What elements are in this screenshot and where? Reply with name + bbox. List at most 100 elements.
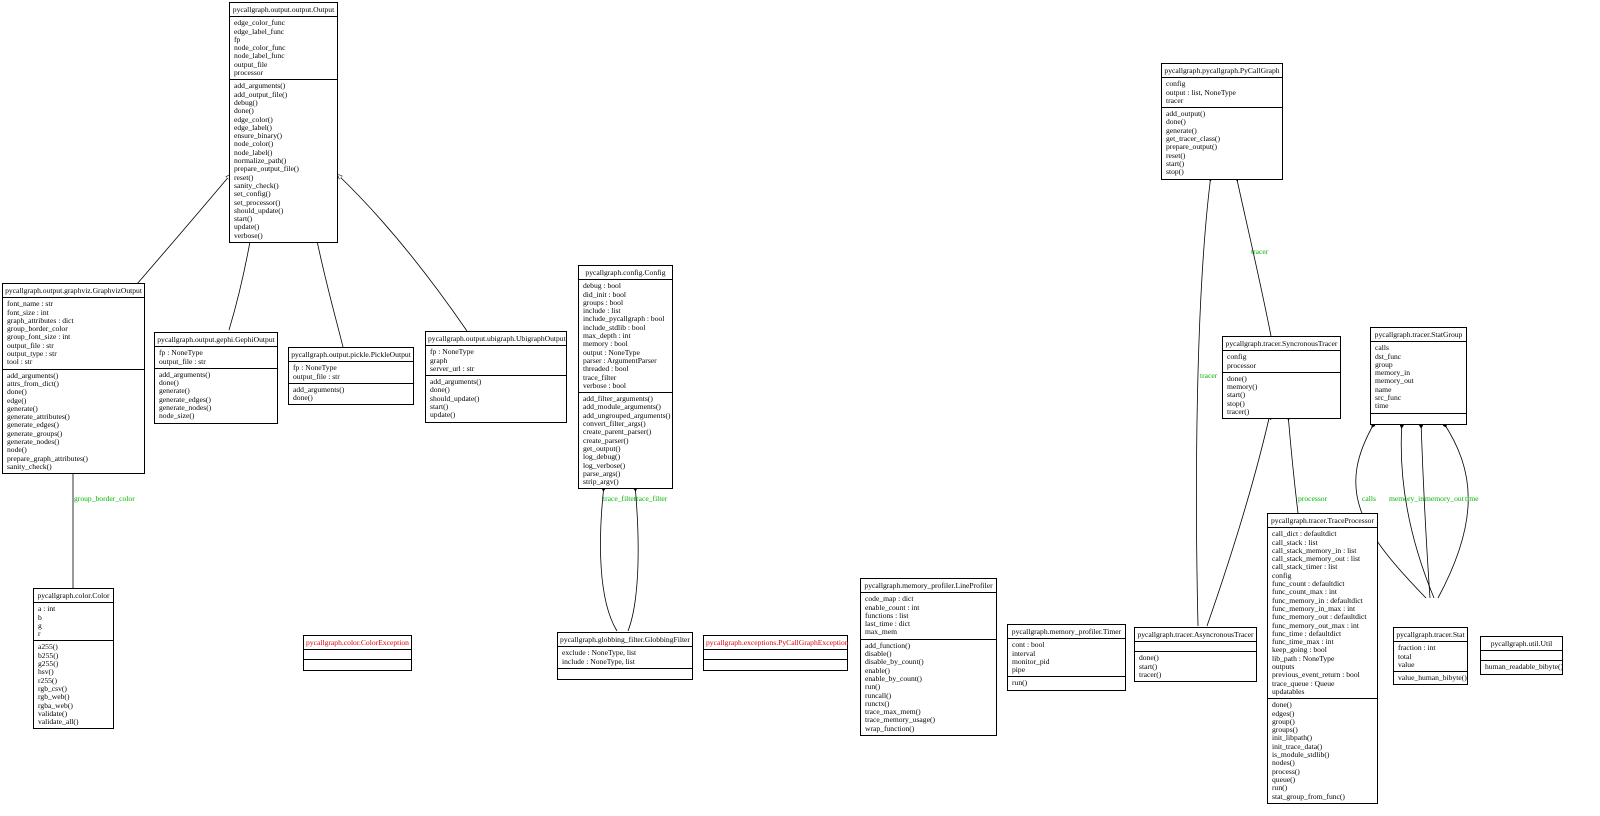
class-methods-section: add_arguments()done() [289, 384, 413, 405]
class-method: init_trace_data() [1272, 741, 1323, 751]
edge-label-processor: processor [1298, 494, 1328, 503]
class-attribute: memory : bool [583, 339, 628, 349]
class-title: pycallgraph.output.gephi.GephiOutput [155, 333, 277, 348]
class-method: nodes() [1272, 758, 1295, 768]
class-method: tracer() [1227, 407, 1250, 417]
class-method: ensure_binary() [234, 131, 283, 141]
class-title: pycallgraph.tracer.SyncronousTracer [1223, 337, 1340, 352]
class-methods-section [704, 660, 847, 670]
class-attribute: enable_count : int [865, 602, 920, 612]
class-method: create_parser() [583, 435, 629, 445]
class-attribute: fp : NoneType [293, 363, 337, 373]
class-method: attrs_from_dict() [7, 378, 59, 388]
class-methods-section: human_readable_bibyte() [1481, 661, 1563, 673]
class-method: group() [1272, 716, 1295, 726]
class-method: stat_group_from_func() [1272, 791, 1345, 801]
class-method: generate_nodes() [159, 403, 212, 413]
class-method: generate_attributes() [7, 412, 70, 422]
class-attribute: group_border_color [7, 324, 68, 334]
class-attribute: node_color_func [234, 43, 286, 53]
class-method: edge_label() [234, 122, 272, 132]
inherit-ubigraph-output [337, 174, 468, 332]
class-title: pycallgraph.output.graphviz.GraphvizOutp… [3, 284, 144, 299]
class-attribute: fp : NoneType [430, 347, 474, 357]
class-attribute: b [38, 612, 42, 622]
class-title: pycallgraph.output.ubigraph.UbigraphOutp… [426, 332, 566, 347]
class-method: should_update() [234, 205, 284, 215]
class-title: pycallgraph.tracer.StatGroup [1371, 328, 1466, 343]
class-method: done() [430, 385, 450, 395]
class-attribute: verbose : bool [583, 380, 627, 390]
class-method: verbose() [234, 230, 263, 240]
class-title: pycallgraph.memory_profiler.Timer [1008, 625, 1125, 640]
class-attribute: cont : bool [1012, 640, 1045, 650]
class-method: generate_edges() [159, 394, 211, 404]
class-attribute: edge_label_func [234, 26, 285, 36]
class-attribute: group_font_size : int [7, 332, 71, 342]
class-attribute: include_pycallgraph : bool [583, 314, 665, 324]
class-attribute: parser : ArgumentParser [583, 355, 657, 365]
class-attribute: keep_going : bool [1272, 645, 1327, 655]
class-attribute: processor [234, 68, 264, 78]
edge-async-pycallgraph [1196, 175, 1211, 627]
class-attribute: trace_queue : Queue [1272, 678, 1335, 688]
class-attribute: graph_attributes : dict [7, 315, 74, 325]
class-methods-section: done()memory()start()stop()tracer() [1223, 373, 1340, 418]
class-method: create_parent_parser() [583, 427, 652, 437]
class-attribute: config [1227, 352, 1247, 362]
class-method: node() [7, 445, 27, 455]
class-attribute: threaded : bool [583, 364, 629, 374]
class-method: update() [234, 222, 260, 232]
class-attribute: calls [1375, 343, 1389, 353]
class-attribute: func_count_max : int [1272, 587, 1337, 597]
edge-stat-statgroup-memory-out [1421, 422, 1431, 599]
class-method: a255() [38, 642, 58, 652]
class-method: reset() [234, 172, 254, 182]
class-attribute: tool : str [7, 357, 33, 367]
class-attribute: node_label_func [234, 51, 285, 61]
class-attribute: functions : list [865, 610, 909, 620]
class-method: sanity_check() [234, 180, 279, 190]
class-method: add_arguments() [159, 369, 211, 379]
class-method: prepare_output_file() [234, 164, 299, 174]
class-method: done() [234, 106, 254, 116]
class-attribute: debug : bool [583, 281, 621, 291]
class-box-globbing: pycallgraph.globbing_filter.GlobbingFilt… [557, 632, 693, 680]
class-method: convert_filter_args() [583, 419, 646, 429]
class-method: is_module_stdlib() [1272, 750, 1330, 760]
class-method: add_ungrouped_arguments() [583, 410, 671, 420]
class-attribute: include : list [583, 306, 621, 316]
class-methods-section [558, 669, 692, 679]
class-method: done() [1272, 700, 1292, 710]
edge-globbing-config-1 [600, 485, 618, 632]
class-attribute: monitor_pid [1012, 656, 1050, 666]
class-title: pycallgraph.globbing_filter.GlobbingFilt… [558, 633, 692, 648]
class-method: init_libpath() [1272, 733, 1313, 743]
class-attribute: font_name : str [7, 299, 53, 309]
class-method: trace_memory_usage() [865, 715, 935, 725]
class-attribute: exclude : NoneType, list [562, 648, 637, 658]
edge-stat-statgroup-calls [1355, 422, 1427, 599]
class-attribute: output_file : str [293, 371, 340, 381]
class-method: generate() [1166, 125, 1197, 135]
class-method: start() [1227, 390, 1246, 400]
class-method: wrap_function() [865, 723, 915, 733]
class-methods-section: add_output()done()generate()get_tracer_c… [1162, 108, 1282, 178]
class-attribute: a : int [38, 604, 56, 614]
class-method: validate_all() [38, 717, 79, 727]
edge-label-group-border-color: group_border_color [74, 494, 135, 503]
class-methods-section: add_arguments()done()generate()generate_… [155, 369, 277, 423]
class-attribute: output_file : str [159, 356, 206, 366]
